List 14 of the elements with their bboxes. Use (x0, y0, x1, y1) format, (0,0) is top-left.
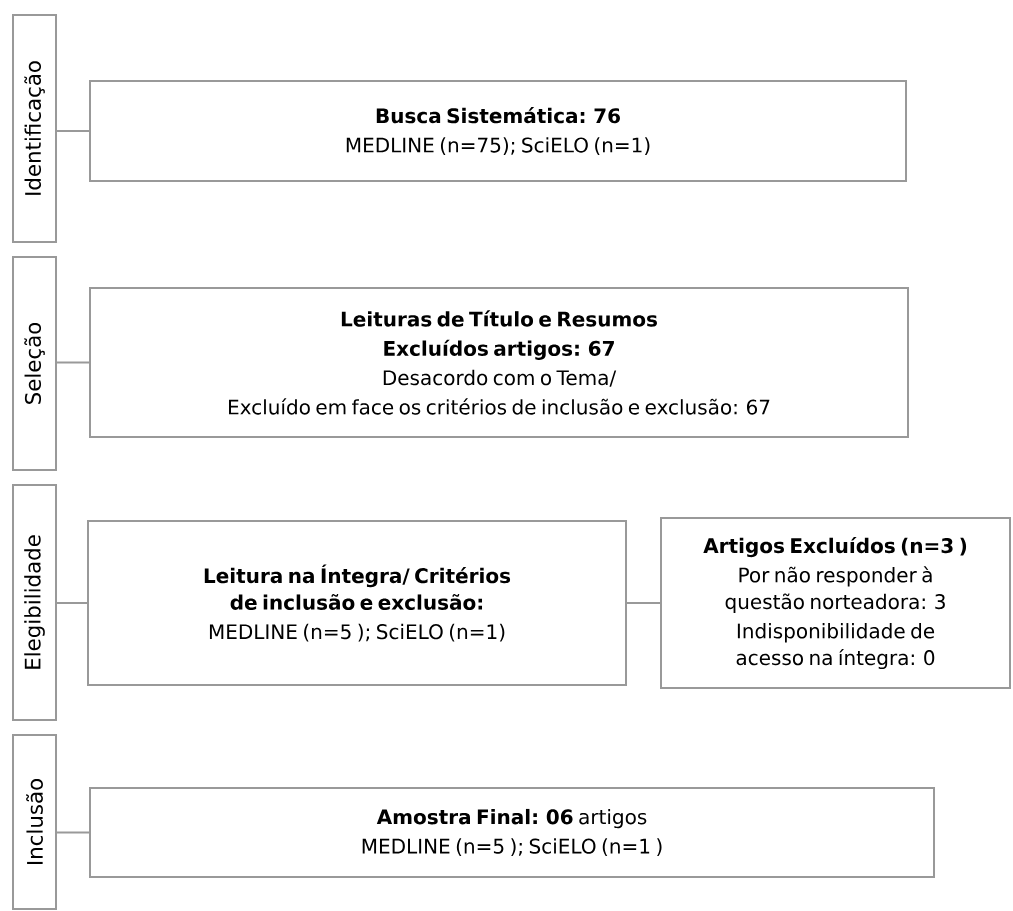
process-box: Leituras de Título e Resumos Excluídos artigos: 67 Desacordo com o Tema/ Excluído em face os critérios de inclusão e exclusão: 67 (89, 287, 909, 438)
process-box: Leitura na Íntegra/ Critérios de inclusão e exclusão: MEDLINE (n=5 ); SciELO (n=1) (87, 520, 627, 686)
process-box: Artigos Excluídos (n=3 ) Por não responder à questão norteadora: 3 Indisponibilidade de acesso na íntegra: 0 (660, 517, 1011, 689)
phase-label: Seleção (12, 256, 57, 471)
connector-line (56, 361, 90, 364)
connector-line (56, 130, 90, 132)
phase-label: Inclusão (12, 734, 57, 910)
connector-line (626, 602, 661, 604)
process-box: Amostra Final: 06 artigos MEDLINE (n=5 ); SciELO (n=1 ) (89, 787, 935, 878)
process-box: Busca Sistemática: 76 MEDLINE (n=75); SciELO (n=1) (89, 80, 907, 182)
phase-label: Identificação (12, 14, 57, 243)
connector-line (56, 602, 88, 604)
phase-label: Elegibilidade (12, 484, 57, 721)
connector-line (56, 831, 90, 834)
